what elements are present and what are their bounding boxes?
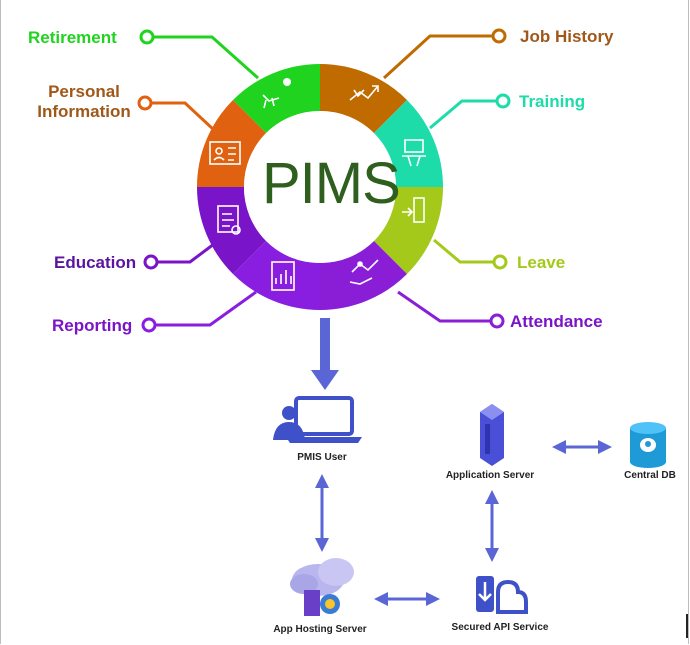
label-reporting: Reporting (52, 316, 133, 335)
segment-reporting (233, 241, 320, 310)
segment-attendance (320, 241, 407, 310)
server-icon (480, 404, 504, 466)
label-education: Education (54, 253, 137, 272)
leave-icon (402, 197, 425, 223)
personal-information-icon (209, 141, 241, 165)
label-leave: Leave (517, 253, 566, 272)
segment-job-history (320, 63, 407, 134)
education-icon (217, 205, 241, 235)
label-personal-line1: Personal (48, 82, 120, 101)
label-central-db: Central DB (624, 470, 676, 481)
label-attendance: Attendance (510, 312, 603, 331)
label-app-hosting-server: App Hosting Server (273, 624, 367, 635)
label-personal-line2: Information (37, 102, 131, 121)
api-service-icon (476, 576, 528, 614)
segment-training (374, 100, 443, 187)
label-retirement: Retirement (28, 28, 117, 47)
label-application-server: Application Server (445, 470, 535, 481)
label-pmis-user: PMIS User (297, 452, 347, 463)
edge-mark (686, 614, 688, 638)
label-job-history: Job History (520, 27, 614, 46)
database-icon (630, 422, 666, 468)
reporting-icon (271, 261, 295, 291)
center-title: PIMS (262, 151, 401, 216)
attendance-icon (349, 259, 379, 285)
training-icon (402, 139, 426, 167)
laptop-user-icon (273, 396, 362, 443)
cloud-server-icon (290, 558, 354, 616)
arrow-appserver-db (552, 440, 612, 454)
label-secured-api-service: Secured API Service (451, 622, 549, 633)
label-training: Training (519, 92, 586, 111)
arrow-appserver-api (485, 490, 499, 562)
module-connectors (137, 28, 511, 333)
retirement-icon (262, 78, 291, 109)
arrow-user-hosting (315, 474, 329, 552)
segment-leave (374, 187, 443, 274)
arrow-hosting-api (374, 592, 440, 606)
job-history-icon (349, 85, 379, 101)
label-personal-information: Personal Information (30, 82, 138, 122)
pims-to-user-arrow (311, 318, 339, 390)
architecture-arrows (315, 440, 612, 606)
segment-personal-information (196, 100, 266, 187)
module-ring (196, 63, 443, 310)
